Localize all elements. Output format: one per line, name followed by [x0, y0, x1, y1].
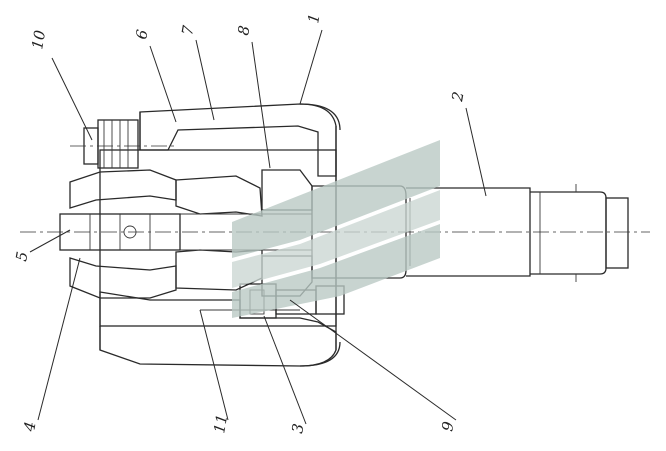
callout-labels: 10 6 7 8 1 2 5 4 11 3 9: [12, 12, 467, 435]
callout-9: 9: [438, 420, 457, 433]
callout-1: 1: [304, 12, 323, 25]
callout-6: 6: [132, 28, 151, 41]
adjusting-screw: [70, 119, 178, 169]
leader-lines: [29, 29, 487, 425]
callout-5: 5: [12, 250, 31, 263]
callout-7: 7: [178, 24, 197, 37]
callout-4: 4: [20, 420, 40, 434]
callout-3: 3: [288, 422, 307, 435]
callout-2: 2: [448, 90, 468, 104]
callout-8: 8: [234, 24, 253, 37]
chevron-logo-watermark: [232, 140, 440, 318]
callout-11: 11: [210, 413, 231, 435]
callout-10: 10: [28, 28, 49, 50]
